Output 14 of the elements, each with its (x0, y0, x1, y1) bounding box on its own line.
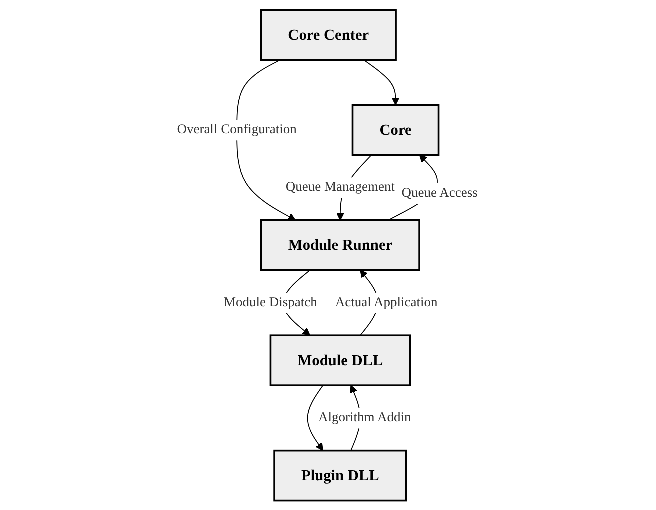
node-box: Module DLL (270, 334, 412, 386)
arrow (364, 59, 400, 106)
edge-label: Module Dispatch (224, 295, 318, 310)
edge-label: Queue Management (286, 180, 396, 194)
node-box: Module Runner (260, 218, 421, 271)
node-box: Plugin DLL (274, 449, 408, 502)
edge-label: Actual Application (336, 295, 438, 310)
node-box: Core (352, 104, 440, 156)
arrow (237, 59, 296, 220)
edge-label: Overall Configuration (178, 122, 298, 137)
node-box: Core Center (260, 8, 398, 61)
edge-label: Queue Access (402, 186, 478, 200)
edge-label: Algorithm Addin (319, 410, 412, 425)
arrow (308, 384, 324, 451)
